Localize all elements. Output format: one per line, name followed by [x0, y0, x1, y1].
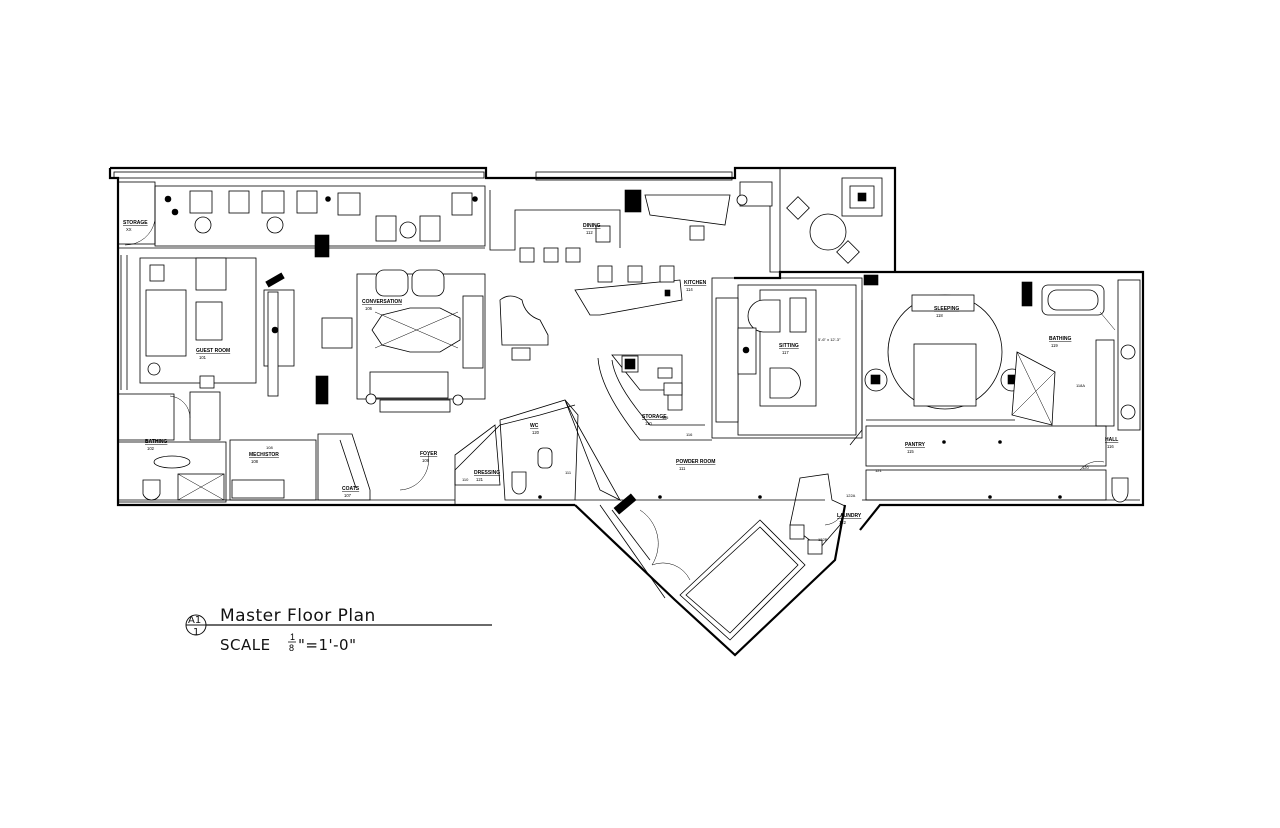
svg-text:110: 110	[462, 477, 469, 482]
room-label-pantry: STORAGE	[642, 414, 667, 420]
svg-text:118A: 118A	[1076, 383, 1085, 388]
svg-text:107: 107	[344, 493, 352, 498]
sitting-dimension-note: 5'-6" x 12'-3"	[818, 337, 841, 342]
svg-text:116: 116	[686, 432, 693, 437]
room-bathing-guest: BATHING 102	[117, 391, 227, 503]
room-sitting: SITTING 117 5'-6" x 12'-3"	[711, 277, 863, 446]
room-storage-110: DRESSING 121 110	[454, 424, 501, 486]
room-label-coats: COATS	[342, 486, 360, 492]
scale-numerator: 1	[290, 632, 295, 642]
room-label-bathing-guest: BATHING	[145, 439, 168, 445]
room-label-storage-110: DRESSING	[474, 470, 500, 476]
room-bathing-main: BATHING 119 118A	[1041, 279, 1141, 431]
entry-vestibule	[611, 493, 691, 581]
sheet-number-bottom: 1	[193, 627, 199, 638]
svg-text:101: 101	[199, 355, 207, 360]
room-label-sitting: SITTING	[779, 343, 799, 349]
room-label-guest-room: GUEST ROOM	[196, 348, 230, 354]
room-label-dressing: PANTRY	[905, 442, 926, 448]
svg-text:112: 112	[586, 230, 593, 235]
room-coats: COATS 107	[317, 433, 371, 501]
room-label-hall: POWDER ROOM	[676, 459, 715, 465]
svg-text:XX: XX	[126, 227, 132, 232]
svg-text:109: 109	[422, 458, 430, 463]
room-label-foyer: FOYER	[420, 451, 438, 457]
svg-text:108: 108	[266, 445, 273, 450]
sheet-number-top: A1	[188, 615, 201, 626]
room-foyer: FOYER 109	[399, 451, 438, 491]
terrace-strip	[118, 185, 486, 257]
room-storage-xx: STORAGE XX	[117, 181, 156, 246]
svg-text:120: 120	[1082, 465, 1089, 470]
room-dining: DINING 112	[489, 181, 780, 273]
room-label-powder-room: WC	[530, 423, 539, 429]
room-sleeping: SLEEPING 118	[864, 281, 1056, 426]
svg-text:115: 115	[907, 449, 914, 454]
room-powder: WC 120 111	[499, 399, 621, 501]
room-label-wc: HALL	[1105, 437, 1118, 443]
svg-text:114: 114	[686, 287, 693, 292]
svg-text:122A: 122A	[846, 493, 856, 498]
svg-text:117: 117	[782, 350, 789, 355]
svg-text:118: 118	[936, 313, 943, 318]
svg-text:102: 102	[147, 446, 155, 451]
svg-text:106: 106	[365, 306, 373, 311]
svg-text:121: 121	[476, 477, 484, 482]
room-label-kitchen: KITCHEN	[684, 280, 707, 286]
room-kitchen: KITCHEN 114	[574, 265, 707, 316]
svg-text:122B: 122B	[818, 537, 828, 542]
scale-suffix: "=1'-0"	[298, 636, 357, 654]
exterior-walls	[108, 166, 1145, 657]
terrace-right	[786, 177, 883, 286]
scale-denominator: 8	[289, 643, 294, 653]
svg-text:116: 116	[1107, 444, 1114, 449]
room-guest: GUEST ROOM 101	[120, 255, 295, 397]
room-label-laundry: LAUNDRY	[837, 513, 862, 519]
svg-text:108: 108	[251, 459, 259, 464]
room-laundry: LAUNDRY 122 122A 122B	[789, 473, 862, 555]
title-block: A1 1 Master Floor Plan SCALE 1 8 "=1'-0"	[185, 606, 492, 654]
room-pantry: STORAGE 110 115 116 POWDER ROOM 111	[597, 354, 715, 471]
svg-text:111: 111	[679, 466, 686, 471]
svg-text:119: 119	[1051, 343, 1058, 348]
room-mech: MECH/STOR 108 108	[229, 439, 317, 501]
svg-text:122: 122	[839, 520, 847, 525]
room-conversation: CONVERSATION 106	[314, 234, 549, 413]
room-label-conversation: CONVERSATION	[362, 299, 402, 305]
room-label-sleeping: SLEEPING	[934, 306, 959, 312]
scale-prefix: SCALE	[220, 636, 271, 654]
svg-text:110: 110	[645, 421, 652, 426]
svg-text:121: 121	[875, 468, 882, 473]
svg-text:120: 120	[532, 430, 540, 435]
room-label-dining: DINING	[583, 223, 601, 229]
room-dressing: PANTRY 115 121 HALL 116 120	[865, 425, 1129, 503]
svg-text:111: 111	[565, 470, 572, 475]
svg-text:115: 115	[662, 415, 669, 420]
room-label-bathing-main: BATHING	[1049, 336, 1072, 342]
wall-markers	[538, 440, 1062, 499]
room-label-storage-xx: STORAGE	[123, 220, 148, 226]
room-label-mech: MECH/STOR	[249, 452, 279, 458]
drawing-title: Master Floor Plan	[220, 606, 376, 626]
